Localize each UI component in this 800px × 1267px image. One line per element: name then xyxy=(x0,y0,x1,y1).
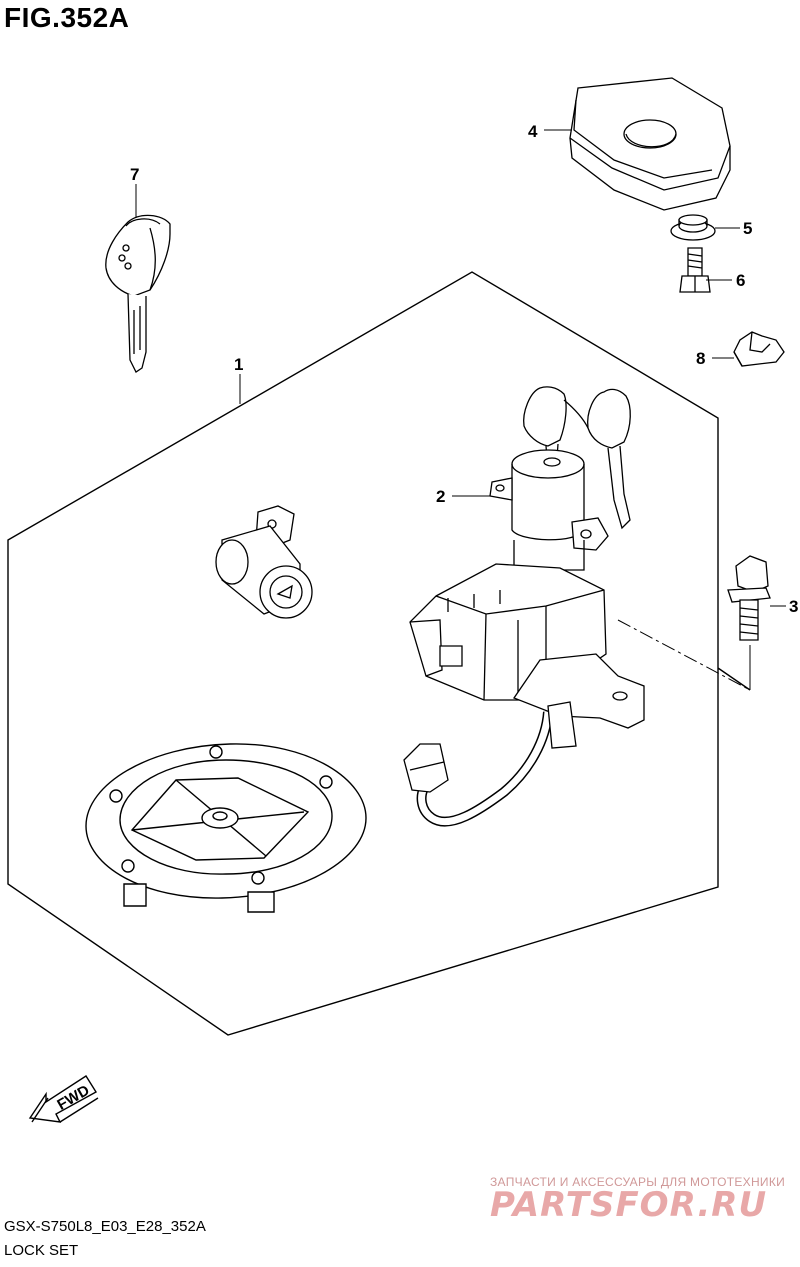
figure-title: FIG.352A xyxy=(4,2,130,33)
figure-code: GSX-S750L8_E03_E28_352A xyxy=(4,1218,206,1235)
part-6-bolt xyxy=(680,248,710,292)
callout-2: 2 xyxy=(436,487,445,506)
set-boundary-frame xyxy=(7,271,751,1036)
callout-5: 5 xyxy=(743,219,752,238)
callout-8: 8 xyxy=(696,349,705,368)
part-7-key xyxy=(106,215,170,372)
callout-6: 6 xyxy=(736,271,745,290)
watermark-tagline: ЗАПЧАСТИ И АКСЕССУАРЫ ДЛЯ МОТОТЕХНИКИ xyxy=(490,1175,785,1189)
callout-4: 4 xyxy=(528,122,538,141)
part-8-clip xyxy=(734,332,784,366)
fwd-arrow-indicator: FWD xyxy=(28,1075,99,1123)
fwd-arrow-icon xyxy=(28,1075,97,1123)
callout-3: 3 xyxy=(789,597,798,616)
watermark-logo: PARTSFOR.RU xyxy=(490,1185,767,1225)
figure-caption: LOCK SET xyxy=(4,1242,79,1259)
frame-dashed-link xyxy=(617,619,751,691)
part-2-ignition-switch xyxy=(404,387,644,822)
part-3-bolt xyxy=(728,556,770,640)
seat-lock-cylinder xyxy=(216,506,312,618)
part-5-nut xyxy=(671,215,715,240)
fuel-tank-cap xyxy=(86,744,366,912)
callout-1: 1 xyxy=(234,355,243,374)
callout-7: 7 xyxy=(130,165,139,184)
part-4-cover xyxy=(570,78,730,210)
